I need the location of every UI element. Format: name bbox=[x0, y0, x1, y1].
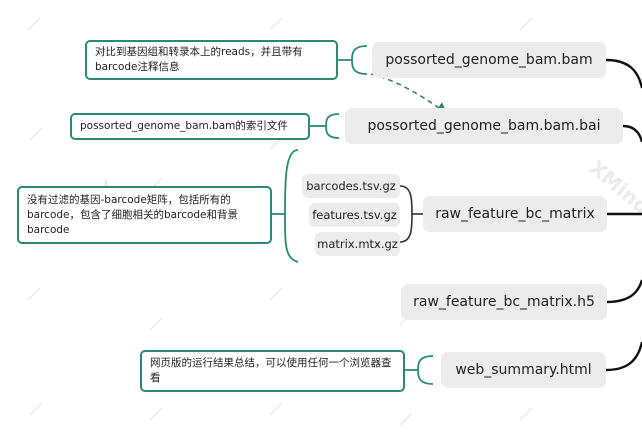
subfile-bracket bbox=[399, 185, 424, 243]
subnode-label: barcodes.tsv.gz bbox=[306, 179, 396, 193]
bracket-bai bbox=[325, 113, 340, 139]
bracket-web bbox=[417, 355, 434, 385]
parent-connectors bbox=[605, 58, 642, 372]
connector-bam bbox=[605, 58, 642, 89]
note-bam[interactable]: 对比到基因组和转录本上的reads，并且带有barcode注释信息 bbox=[85, 40, 338, 80]
node-label: raw_feature_bc_matrix bbox=[435, 206, 595, 222]
note-brackets bbox=[272, 45, 434, 385]
bracket-raw bbox=[284, 149, 299, 263]
note-text: possorted_genome_bam.bam的索引文件 bbox=[80, 120, 288, 132]
node-features-tsv[interactable]: features.tsv.gz bbox=[309, 203, 400, 227]
note-raw[interactable]: 没有过滤的基因-barcode矩阵，包括所有的barcode，包含了细胞相关的b… bbox=[17, 186, 272, 244]
note-text: 对比到基因组和转录本上的reads，并且带有barcode注释信息 bbox=[95, 46, 303, 73]
note-bai[interactable]: possorted_genome_bam.bam的索引文件 bbox=[70, 113, 310, 140]
connector-h5 bbox=[605, 279, 642, 304]
node-label: possorted_genome_bam.bam.bai bbox=[367, 118, 601, 134]
node-possorted-genome-bam[interactable]: possorted_genome_bam.bam bbox=[372, 42, 606, 78]
node-possorted-genome-bam-bai[interactable]: possorted_genome_bam.bam.bai bbox=[345, 108, 623, 144]
node-raw-feature-bc-matrix[interactable]: raw_feature_bc_matrix bbox=[423, 196, 607, 232]
note-text: 没有过滤的基因-barcode矩阵，包括所有的barcode，包含了细胞相关的b… bbox=[27, 193, 239, 236]
note-text: 网页版的运行结果总结，可以使用任何一个浏览器查看 bbox=[150, 357, 392, 384]
connector-web bbox=[605, 341, 642, 372]
subnode-label: matrix.mtx.gz bbox=[317, 237, 398, 251]
subnode-label: features.tsv.gz bbox=[312, 208, 397, 222]
note-web[interactable]: 网页版的运行结果总结，可以使用任何一个浏览器查看 bbox=[140, 350, 405, 392]
node-raw-feature-bc-matrix-h5[interactable]: raw_feature_bc_matrix.h5 bbox=[401, 284, 607, 320]
node-barcodes-tsv[interactable]: barcodes.tsv.gz bbox=[302, 174, 400, 198]
node-label: raw_feature_bc_matrix.h5 bbox=[413, 294, 595, 310]
node-label: possorted_genome_bam.bam bbox=[385, 52, 593, 68]
node-label: web_summary.html bbox=[455, 362, 592, 378]
node-matrix-mtx[interactable]: matrix.mtx.gz bbox=[315, 232, 400, 256]
bracket-bam bbox=[351, 45, 368, 75]
node-web-summary[interactable]: web_summary.html bbox=[441, 352, 606, 388]
connector-bai bbox=[622, 124, 642, 143]
dashed-arrow bbox=[370, 73, 448, 114]
